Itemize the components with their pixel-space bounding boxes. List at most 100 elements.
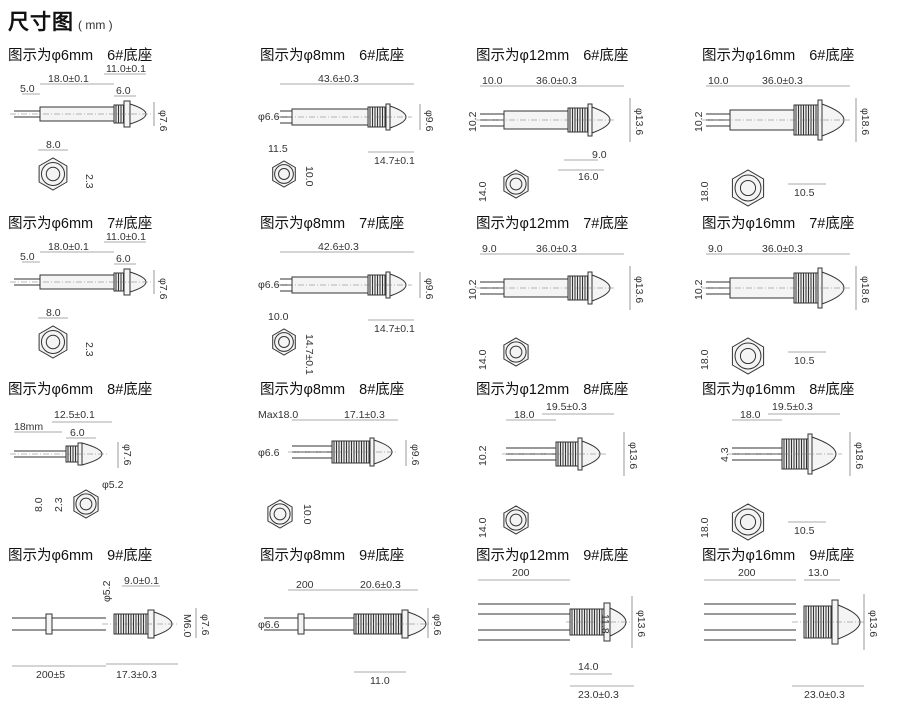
dim-label: 10.0 [301,504,313,525]
dim-label: 18.0 [740,409,761,421]
caption-base: 9#底座 [359,548,405,564]
dim-label: 10.5 [794,355,815,367]
page-header: 尺寸图 ( mm ) [8,6,113,40]
dim-label: 9.0 [482,243,497,255]
caption-base: 9#底座 [583,548,629,564]
dim-label: 23.0±0.3 [804,689,845,701]
dim-label: 14.7±0.1 [374,323,415,335]
dim-label: 18.0 [699,349,711,370]
hex-nut-end-view [272,160,296,188]
dim-label: 12.5±0.1 [54,409,95,421]
dim-label: 10.0 [708,75,729,87]
dim-label: φ6.6 [258,619,280,631]
dim-label: 20.6±0.3 [360,579,401,591]
dim-label: 9.0±0.1 [124,575,159,587]
hex-nut-end-view [503,505,529,535]
dim-label: 8.0 [33,497,45,512]
dim-label: 10.2 [693,111,705,132]
dim-label: 11.5 [268,143,288,155]
caption-size: 图示为φ8mm [260,382,346,398]
caption-base: 8#底座 [583,382,629,398]
dim-label: φ7.6 [157,278,169,300]
hex-nut-end-view [73,489,99,519]
dim-label: 18.0 [699,517,711,538]
dim-label: 17.3±0.3 [116,669,157,681]
hex-nut-end-view [267,499,293,529]
dim-label: 13.0 [808,567,829,579]
dim-label: 2.3 [83,174,95,189]
hex-nut-end-view [272,328,296,356]
dim-label: 200 [512,567,530,579]
dim-label: 18.0±0.1 [48,241,89,253]
dim-label: φ7.6 [157,110,169,132]
dim-label: φ6.6 [258,279,280,291]
dim-label: 14.0 [477,349,489,370]
lens-dome [821,271,845,305]
hex-nut-end-view [38,157,68,191]
dim-label: φ13.6 [635,610,647,637]
caption-size: 图示为φ12mm [476,48,570,64]
dim-label: φ9.6 [409,444,421,466]
dim-label: 19.5±0.3 [772,401,813,413]
dim-label: 10.2 [467,279,479,300]
dim-label: 2.3 [53,497,65,512]
dim-label: 11.0 [370,675,390,687]
dim-label: 10.0 [303,166,315,187]
caption-base: 6#底座 [107,48,153,64]
caption-base: 8#底座 [809,382,855,398]
dim-label: 11.0±0.1 [106,63,146,75]
dimension-drawing: 9.0 36.0±0.3 10.2 φ13.6 14.0 [467,243,645,370]
dim-label: φ7.6 [199,614,211,636]
dim-label: φ18.6 [859,108,871,135]
caption-size: 图示为φ16mm [702,216,796,232]
caption-base: 7#底座 [359,216,405,232]
dim-label: 6.0 [70,427,85,439]
unit-label: ( mm ) [78,18,113,32]
dim-label: 14.7±0.1 [374,155,415,167]
dim-label: φ13.6 [633,276,645,303]
dim-label: 6.0 [116,253,131,265]
caption-size: 图示为φ6mm [8,48,94,64]
caption-size: 图示为φ8mm [260,216,346,232]
dim-label: 11.8 [599,614,611,634]
hex-nut-end-view [503,337,529,367]
dim-label: φ18.6 [853,442,865,469]
dim-label: φ6.6 [258,447,280,459]
dim-label: φ9.6 [423,110,435,132]
hex-nut-end-view [731,169,765,207]
dim-label: 36.0±0.3 [536,243,577,255]
dim-label: 9.0 [708,243,723,255]
dim-label: 10.2 [477,445,489,466]
caption-size: 图示为φ8mm [260,48,346,64]
dim-label: 18.0 [514,409,535,421]
caption-size: 图示为φ6mm [8,548,94,564]
dim-label: φ6.6 [258,111,280,123]
